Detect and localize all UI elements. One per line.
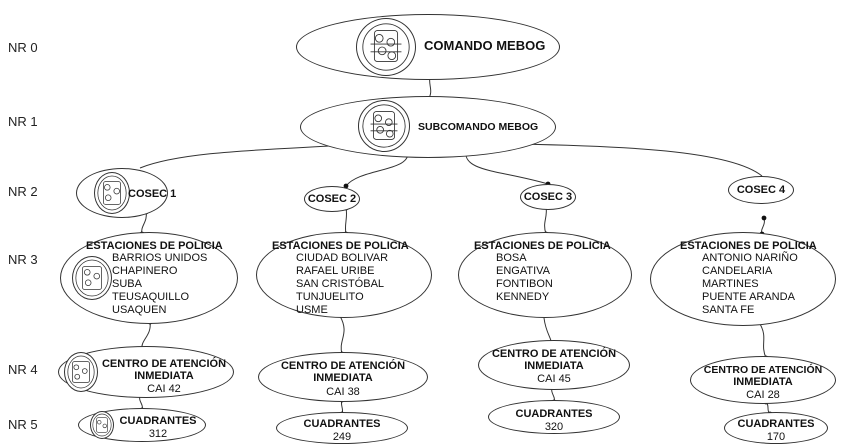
police-emblem-icon bbox=[356, 18, 416, 76]
list-item: ENGATIVA bbox=[496, 265, 550, 277]
quadrants-title: CUADRANTES bbox=[119, 415, 197, 427]
node-quadrants-2 bbox=[276, 412, 408, 444]
cai-subtitle: INMEDIATA bbox=[733, 376, 793, 388]
stations-title: ESTACIONES DE POLICIA bbox=[474, 240, 611, 252]
list-item: USAQUEN bbox=[112, 304, 167, 316]
connector-cosec-st2 bbox=[344, 207, 348, 235]
node-title: SUBCOMANDO MEBOG bbox=[418, 121, 539, 133]
list-item: CHAPINERO bbox=[112, 265, 178, 277]
level-label-0: NR 0 bbox=[8, 40, 38, 55]
list-item: TEUSAQUILLO bbox=[112, 291, 190, 303]
cai-subtitle: INMEDIATA bbox=[524, 360, 584, 372]
list-item: SANTA FE bbox=[702, 304, 755, 316]
cai-code: CAI 38 bbox=[326, 386, 360, 398]
quadrants-count: 170 bbox=[766, 431, 786, 443]
list-item: CANDELARIA bbox=[702, 265, 773, 277]
list-item: MARTINES bbox=[702, 278, 759, 290]
cai-subtitle: INMEDIATA bbox=[134, 370, 194, 382]
cai-title: CENTRO DE ATENCIÓN bbox=[491, 348, 617, 360]
quadrants-count: 320 bbox=[544, 421, 564, 433]
connector-cosec-st4 bbox=[761, 217, 765, 235]
connector-st-cai2 bbox=[339, 315, 345, 355]
list-item: SUBA bbox=[112, 278, 142, 290]
level-label-4: NR 4 bbox=[8, 362, 38, 377]
police-emblem-icon bbox=[64, 352, 98, 392]
level-label-3: NR 3 bbox=[8, 252, 38, 267]
node-cosec-2 bbox=[304, 186, 360, 212]
node-quadrants-3 bbox=[488, 400, 620, 434]
node-title: COSEC 2 bbox=[307, 193, 357, 205]
stations-list: ANTONIO NARIÑO CANDELARIA MARTINES PUENT… bbox=[702, 252, 798, 317]
cai-code: CAI 45 bbox=[537, 373, 571, 385]
level-label-1: NR 1 bbox=[8, 114, 38, 129]
list-item: USME bbox=[296, 304, 328, 316]
node-stations-2 bbox=[256, 232, 432, 318]
node-stations-4 bbox=[650, 232, 836, 326]
connector-st-cai4 bbox=[759, 323, 767, 359]
stations-title: ESTACIONES DE POLICIA bbox=[680, 240, 817, 252]
list-item: FONTIBON bbox=[496, 278, 553, 290]
cai-code: CAI 42 bbox=[147, 383, 181, 395]
node-cai-4 bbox=[690, 356, 836, 404]
quadrants-title: CUADRANTES bbox=[515, 408, 593, 420]
node-cosec-3 bbox=[520, 184, 576, 210]
connector-dot bbox=[761, 215, 767, 221]
node-title: COSEC 1 bbox=[128, 188, 177, 200]
list-item: KENNEDY bbox=[496, 291, 550, 303]
quadrants-count: 312 bbox=[148, 428, 168, 440]
node-cosec-4 bbox=[728, 176, 794, 204]
list-item: RAFAEL URIBE bbox=[296, 265, 375, 277]
list-item: BARRIOS UNIDOS bbox=[112, 252, 208, 264]
quadrants-count: 249 bbox=[332, 431, 352, 443]
police-emblem-icon bbox=[358, 100, 410, 152]
cai-title: CENTRO DE ATENCIÓN bbox=[280, 360, 406, 372]
police-emblem-icon bbox=[94, 172, 130, 214]
stations-list: BOSA ENGATIVA FONTIBON KENNEDY bbox=[496, 252, 553, 304]
list-item: PUENTE ARANDA bbox=[702, 291, 795, 303]
police-emblem-icon bbox=[90, 411, 114, 439]
node-title: COSEC 3 bbox=[523, 191, 573, 203]
node-stations-3 bbox=[458, 232, 632, 318]
connector-cosec-st3 bbox=[544, 205, 547, 235]
node-cai-2 bbox=[258, 352, 428, 402]
cai-code: CAI 28 bbox=[746, 389, 780, 401]
stations-title: ESTACIONES DE POLICIA bbox=[272, 240, 409, 252]
stations-list: BARRIOS UNIDOS CHAPINERO SUBA TEUSAQUILL… bbox=[112, 252, 207, 317]
quadrants-title: CUADRANTES bbox=[303, 418, 381, 430]
node-title: COMANDO MEBOG bbox=[424, 38, 546, 53]
cai-title: CENTRO DE ATENCIÓN bbox=[703, 364, 823, 376]
cai-title: CENTRO DE ATENCIÓN bbox=[101, 358, 227, 370]
node-comando-mebog bbox=[296, 14, 560, 80]
node-quadrants-4 bbox=[724, 412, 828, 444]
police-emblem-icon bbox=[72, 256, 112, 300]
quadrants-title: CUADRANTES bbox=[737, 418, 815, 430]
level-label-2: NR 2 bbox=[8, 184, 38, 199]
node-title: COSEC 4 bbox=[736, 184, 786, 196]
node-subcomando-mebog bbox=[300, 96, 556, 158]
list-item: TUNJUELITO bbox=[296, 291, 364, 303]
cai-subtitle: INMEDIATA bbox=[313, 372, 373, 384]
list-item: ANTONIO NARIÑO bbox=[702, 252, 798, 264]
level-label-5: NR 5 bbox=[8, 417, 38, 432]
stations-list: CIUDAD BOLIVAR RAFAEL URIBE SAN CRISTÓBA… bbox=[296, 252, 388, 317]
list-item: CIUDAD BOLIVAR bbox=[296, 252, 389, 264]
connector-sub-cosec4 bbox=[515, 143, 763, 177]
node-cai-3 bbox=[478, 340, 630, 390]
stations-title: ESTACIONES DE POLICIA bbox=[86, 240, 223, 252]
list-item: BOSA bbox=[496, 252, 527, 264]
list-item: SAN CRISTÓBAL bbox=[296, 278, 385, 290]
